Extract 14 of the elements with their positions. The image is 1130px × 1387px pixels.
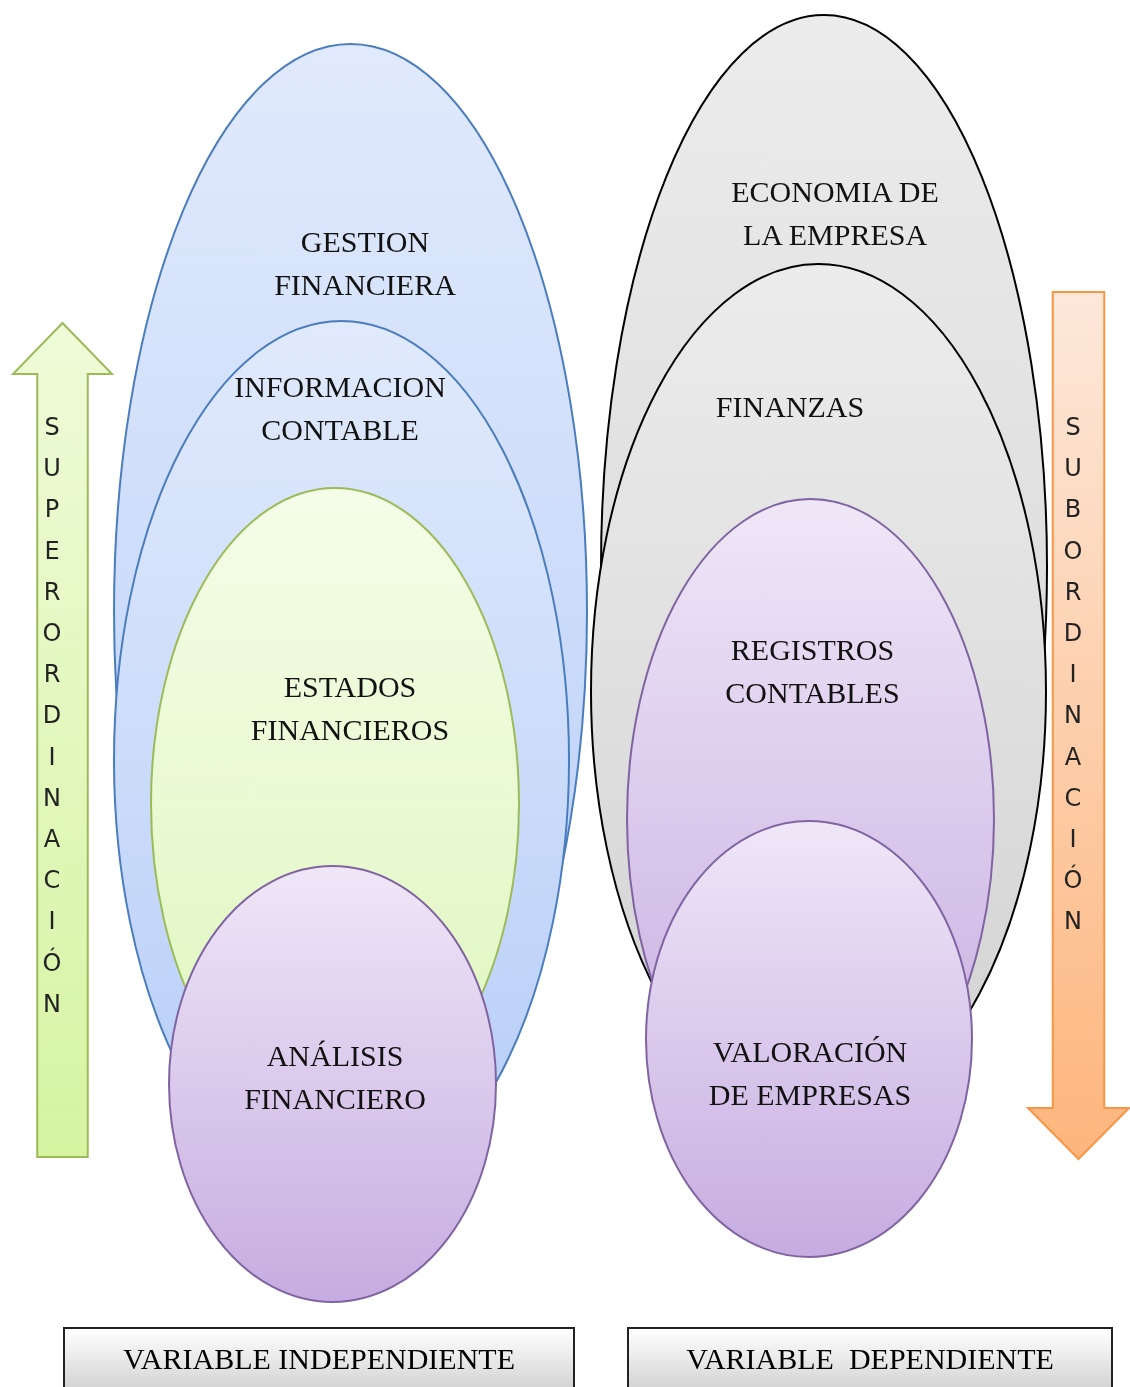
vertical-label: SUPERORDINACIÓN: [42, 412, 62, 1020]
node-label: INFORMACION CONTABLE: [233, 369, 447, 448]
node-label: ANÁLISIS FINANCIERO: [243, 1038, 427, 1117]
vertical-label: SUBORDINACIÓN: [1063, 412, 1083, 938]
label-box: [627, 1327, 1113, 1387]
node-label: ECONOMIA DE LA EMPRESA: [730, 174, 940, 253]
node-label: ESTADOS FINANCIEROS: [249, 669, 451, 748]
node-label: REGISTROS CONTABLES: [724, 632, 901, 711]
node-label: GESTION FINANCIERA: [273, 224, 457, 303]
variable-label: VARIABLE DEPENDIENTE: [685, 1341, 1055, 1377]
label-box: [63, 1327, 575, 1387]
variable-label: VARIABLE INDEPENDIENTE: [122, 1341, 516, 1377]
node-label: FINANZAS: [714, 389, 866, 425]
node-label: VALORACIÓN DE EMPRESAS: [707, 1034, 913, 1113]
